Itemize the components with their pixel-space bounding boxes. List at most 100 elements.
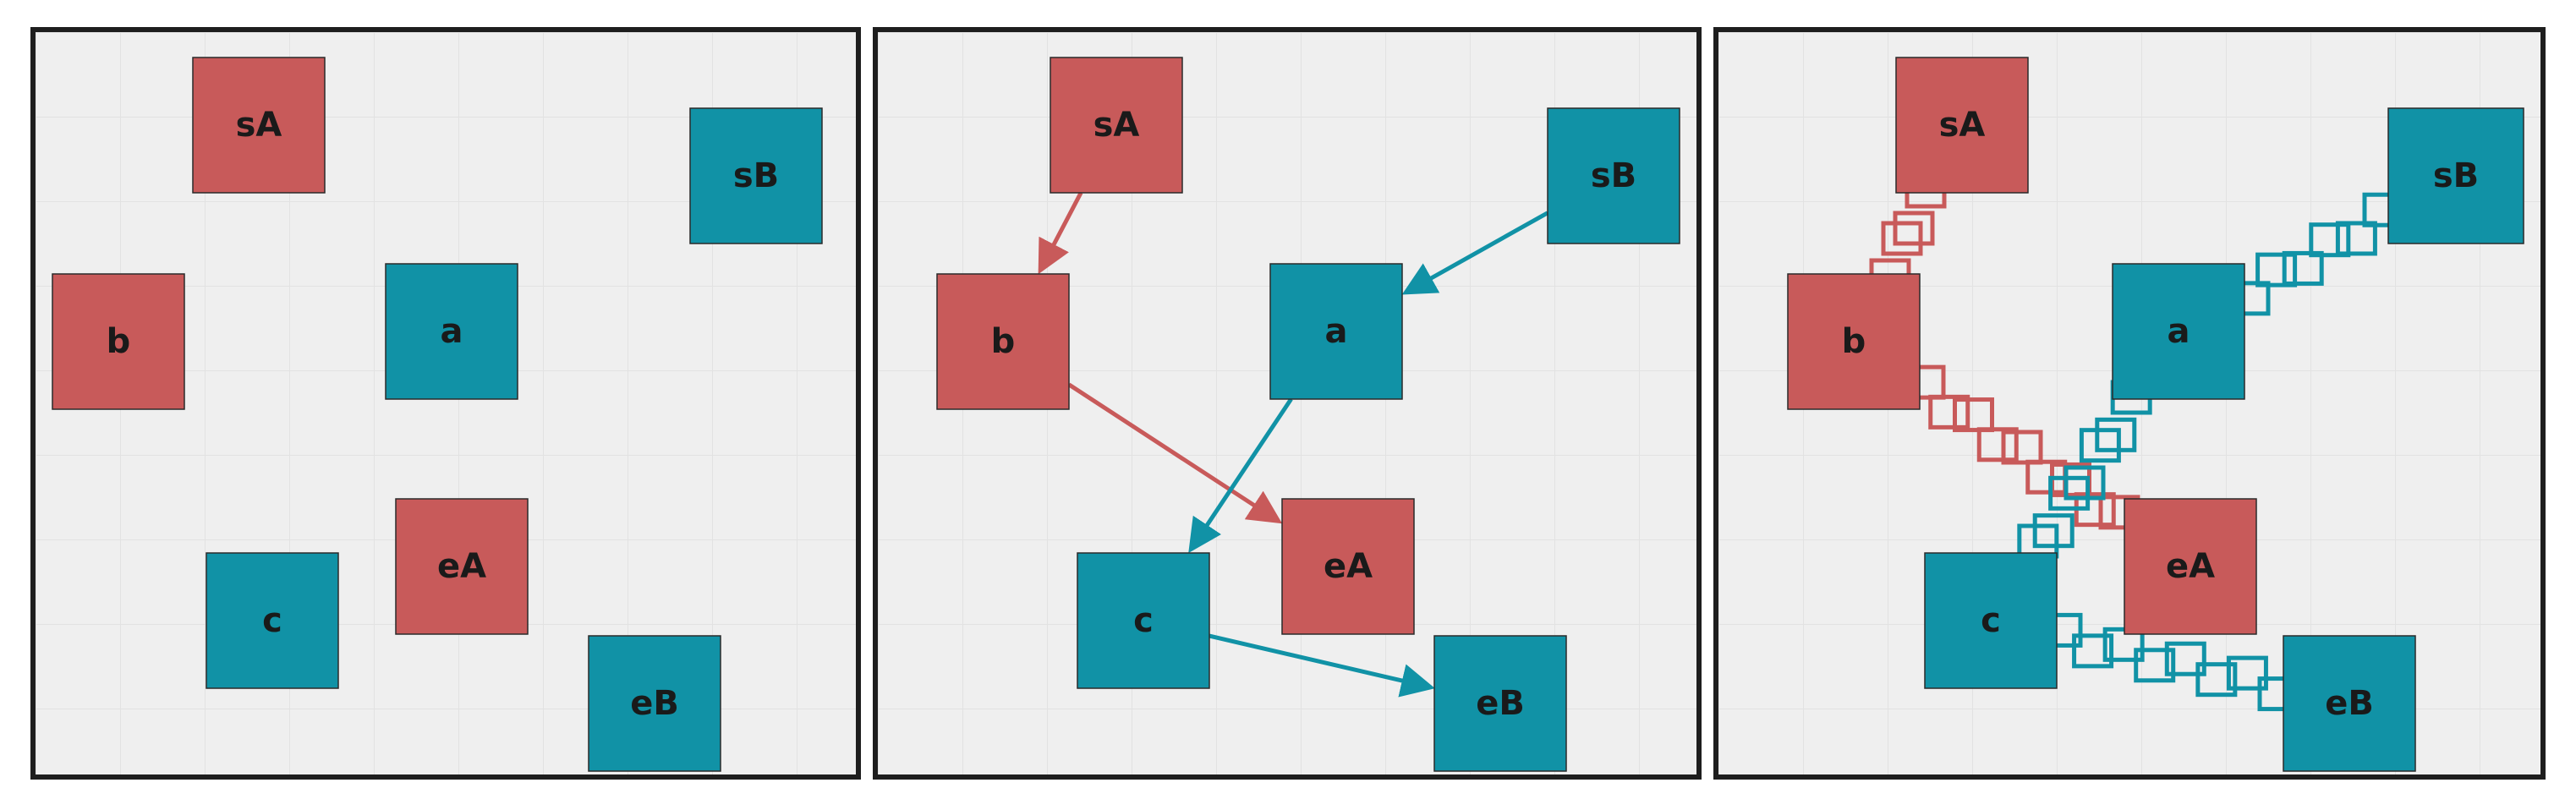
node-sA-box (1895, 57, 2029, 194)
chain-link (2164, 641, 2206, 676)
chain-link (1953, 397, 1994, 433)
node-eA-label: eA (1324, 547, 1373, 586)
node-sB: sB (1547, 107, 1680, 244)
node-c-label: c (1133, 601, 1154, 640)
node-a: a (1269, 263, 1403, 400)
panel-chains: sA sB b a eA c eB (1713, 27, 2546, 780)
node-eA: eA (2124, 498, 2257, 635)
chain-link (2095, 417, 2137, 452)
node-eB: eB (1433, 635, 1567, 772)
node-eA-box (1281, 498, 1415, 635)
node-eB-label: eB (2325, 684, 2374, 723)
chain-link (2255, 252, 2298, 287)
node-sB-box (2387, 107, 2524, 244)
chain-link (2102, 627, 2145, 662)
node-sA: sA (192, 57, 326, 194)
chain-link (2064, 465, 2106, 501)
node-sA: sA (1050, 57, 1183, 194)
node-sB: sB (2387, 107, 2524, 244)
chain-link (1881, 221, 1923, 256)
chain-link (1893, 211, 1935, 246)
chain-link (2017, 523, 2059, 559)
node-c-label: c (1981, 601, 2001, 640)
node-eA-label: eA (437, 547, 486, 586)
node-eB-box (1433, 635, 1567, 772)
node-b: b (52, 273, 185, 410)
panel-unconnected-canvas: sA sB b a eA c eB (52, 57, 823, 772)
node-b-box (1787, 273, 1921, 410)
chain-link (2282, 250, 2324, 286)
node-eA-box (395, 498, 529, 635)
node-eA: eA (395, 498, 529, 635)
panel-chains-canvas: sA sB b a eA c eB (1787, 57, 2524, 772)
node-layer: sA sB b a eA c eB (1787, 57, 2524, 772)
node-c-box (1924, 552, 2058, 689)
node-layer: sA sB b a eA c eB (936, 57, 1680, 772)
chain-link (2001, 430, 2043, 465)
chain-link (2079, 428, 2121, 463)
node-eB: eB (2283, 635, 2416, 772)
node-b-label: b (1842, 322, 1866, 361)
edge-a-to-c (1188, 397, 1293, 554)
chain-link (2134, 648, 2176, 683)
node-b-box (52, 273, 185, 410)
panel-arrows-canvas: sA sB b a eA c eB (936, 57, 1680, 772)
node-a: a (385, 263, 518, 400)
chain-link (1928, 394, 1970, 430)
node-a-label: a (2168, 312, 2190, 351)
node-sB: sB (689, 107, 823, 244)
node-c-label: c (262, 601, 282, 640)
node-c: c (206, 552, 339, 689)
node-eB-box (588, 635, 721, 772)
node-sB-label: sB (2433, 156, 2479, 195)
node-c-box (206, 552, 339, 689)
node-c: c (1924, 552, 2058, 689)
panel-unconnected: sA sB b a eA c eB (30, 27, 861, 780)
edge-layer (1038, 191, 1549, 698)
edge-b-to-eA (1067, 382, 1283, 524)
node-eB-box (2283, 635, 2416, 772)
chain-sB-to-a (2228, 192, 2404, 316)
chain-link (2309, 222, 2351, 258)
node-sA-box (192, 57, 326, 194)
node-sB-box (1547, 107, 1680, 244)
node-b: b (1787, 273, 1921, 410)
node-c-box (1077, 552, 1210, 689)
edge-c-to-eB (1209, 633, 1435, 698)
edge-sB-to-a (1401, 211, 1549, 295)
chain-link (2048, 475, 2091, 511)
node-sA-box (1050, 57, 1183, 194)
node-a-box (1269, 263, 1403, 400)
node-eA: eA (1281, 498, 1415, 635)
chain-link (1976, 427, 2019, 462)
node-a-label: a (1325, 312, 1348, 351)
node-sA: sA (1895, 57, 2029, 194)
edge-sA-to-b (1038, 191, 1083, 275)
node-sA-label: sA (1093, 106, 1140, 145)
node-b-label: b (991, 322, 1016, 361)
chain-link (2335, 221, 2377, 256)
node-c: c (1077, 552, 1210, 689)
chain-link (2032, 513, 2075, 549)
node-eB-label: eB (1476, 684, 1525, 723)
node-sA-label: sA (236, 106, 282, 145)
node-b-box (936, 273, 1070, 410)
node-sB-label: sB (1591, 156, 1636, 195)
node-a-label: a (441, 312, 463, 351)
node-eA-label: eA (2166, 547, 2215, 586)
node-a: a (2112, 263, 2245, 400)
panel-arrows: sA sB b a eA c eB (873, 27, 1702, 780)
chain-b-to-eA (1904, 364, 2140, 530)
node-b-label: b (107, 322, 131, 361)
node-sB-label: sB (733, 156, 779, 195)
node-a-box (385, 263, 518, 400)
node-sB-box (689, 107, 823, 244)
node-eB: eB (588, 635, 721, 772)
node-eA-box (2124, 498, 2257, 635)
chain-link (2072, 633, 2114, 669)
node-a-box (2112, 263, 2245, 400)
node-layer: sA sB b a eA c eB (52, 57, 823, 772)
chain-link (2195, 662, 2238, 698)
chain-link (2226, 655, 2268, 691)
